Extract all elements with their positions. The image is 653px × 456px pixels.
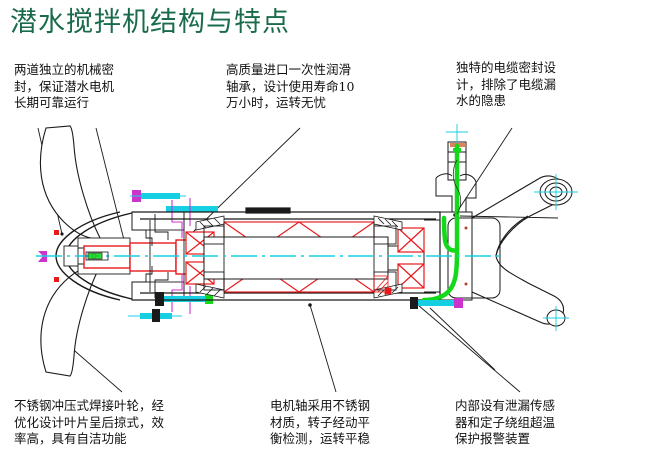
sensor-tip (454, 298, 463, 308)
hub-bolt-top (54, 230, 59, 235)
stator-red-block (384, 287, 392, 295)
hub-bolt-bottom (54, 277, 59, 282)
leader-seal-b (95, 127, 127, 249)
sensor-head (410, 297, 418, 309)
hub-keyway-magenta (38, 251, 47, 262)
stud-head-lower (155, 292, 164, 306)
stator-frame (203, 222, 397, 292)
annotation-bearing: 高质量进口一次性润滑 轴承，设计使用寿命10 万小时，运转无忧 (226, 62, 355, 110)
shaft-seg-2 (129, 242, 177, 272)
cable-run-main (421, 143, 460, 303)
hub-bolts (54, 230, 59, 282)
propeller-blade-lower (40, 264, 101, 377)
leader-cable2 (459, 215, 559, 219)
annotation-sensor: 内部设有泄漏传感 器和定子绕组超温 保护报警装置 (455, 398, 556, 446)
leader-sensor (417, 304, 521, 393)
mounting-hole-upper-axis (534, 174, 578, 210)
annotation-cable-seal: 独特的电缆密封设 计，排除了电缆漏 水的隐患 (456, 60, 557, 108)
end-turn-rear-top (373, 215, 403, 231)
seal-fastener-bottom (128, 309, 182, 322)
cable-run-branch (441, 215, 460, 253)
mounting-hole-lower-axis (543, 306, 569, 331)
seal-bolt-top2-shank (166, 206, 218, 212)
stud-shank-lower (160, 296, 208, 302)
front-green-tag (87, 252, 103, 260)
leader-dot-seal (60, 232, 64, 236)
bracket-inner-edge (495, 215, 529, 257)
mechanical-seal-chamber (131, 211, 185, 301)
leader-shaft (309, 304, 337, 393)
end-turn-front-bottom (195, 283, 225, 299)
annotation-motor-shaft: 电机轴采用不锈钢 材质，转子经动平 衡检测，运转平稳 (270, 398, 371, 446)
leader-impeller (67, 344, 123, 393)
terminal-box (424, 141, 501, 301)
housing-top-rib (245, 207, 291, 214)
page-title: 潜水搅拌机结构与特点 (10, 7, 290, 38)
leader-dots (60, 213, 457, 347)
end-turn-front-top (195, 215, 225, 231)
stud-tip-lower (205, 294, 213, 304)
power-cable (421, 143, 460, 303)
annotation-mechanical-seal: 两道独立的机械密 封，保证潜水电机 长期可靠运行 (14, 62, 115, 110)
rotor-core-mask (203, 236, 389, 280)
leader-sensor2 (429, 307, 496, 371)
bearing-rear (397, 227, 425, 289)
front-shaft-detail (85, 251, 109, 261)
leader-dot-shaft (308, 303, 312, 307)
seal-bolt-bottom-head (152, 309, 160, 322)
leader-bearing (189, 127, 301, 236)
bracket-dots (464, 226, 468, 286)
annotation-impeller: 不锈钢冲压式焊接叶轮，经 优化设计叶片呈后掠式，效 率高，具有自洁功能 (14, 398, 165, 446)
leader-cable (454, 127, 513, 216)
stator-hatch-block (373, 275, 392, 295)
seal-stud-green (155, 292, 213, 306)
rotor-core-lines (204, 236, 388, 280)
seal-fastener-top (130, 190, 218, 212)
leak-sensor-fitting (410, 297, 463, 309)
cable-core (452, 159, 462, 215)
